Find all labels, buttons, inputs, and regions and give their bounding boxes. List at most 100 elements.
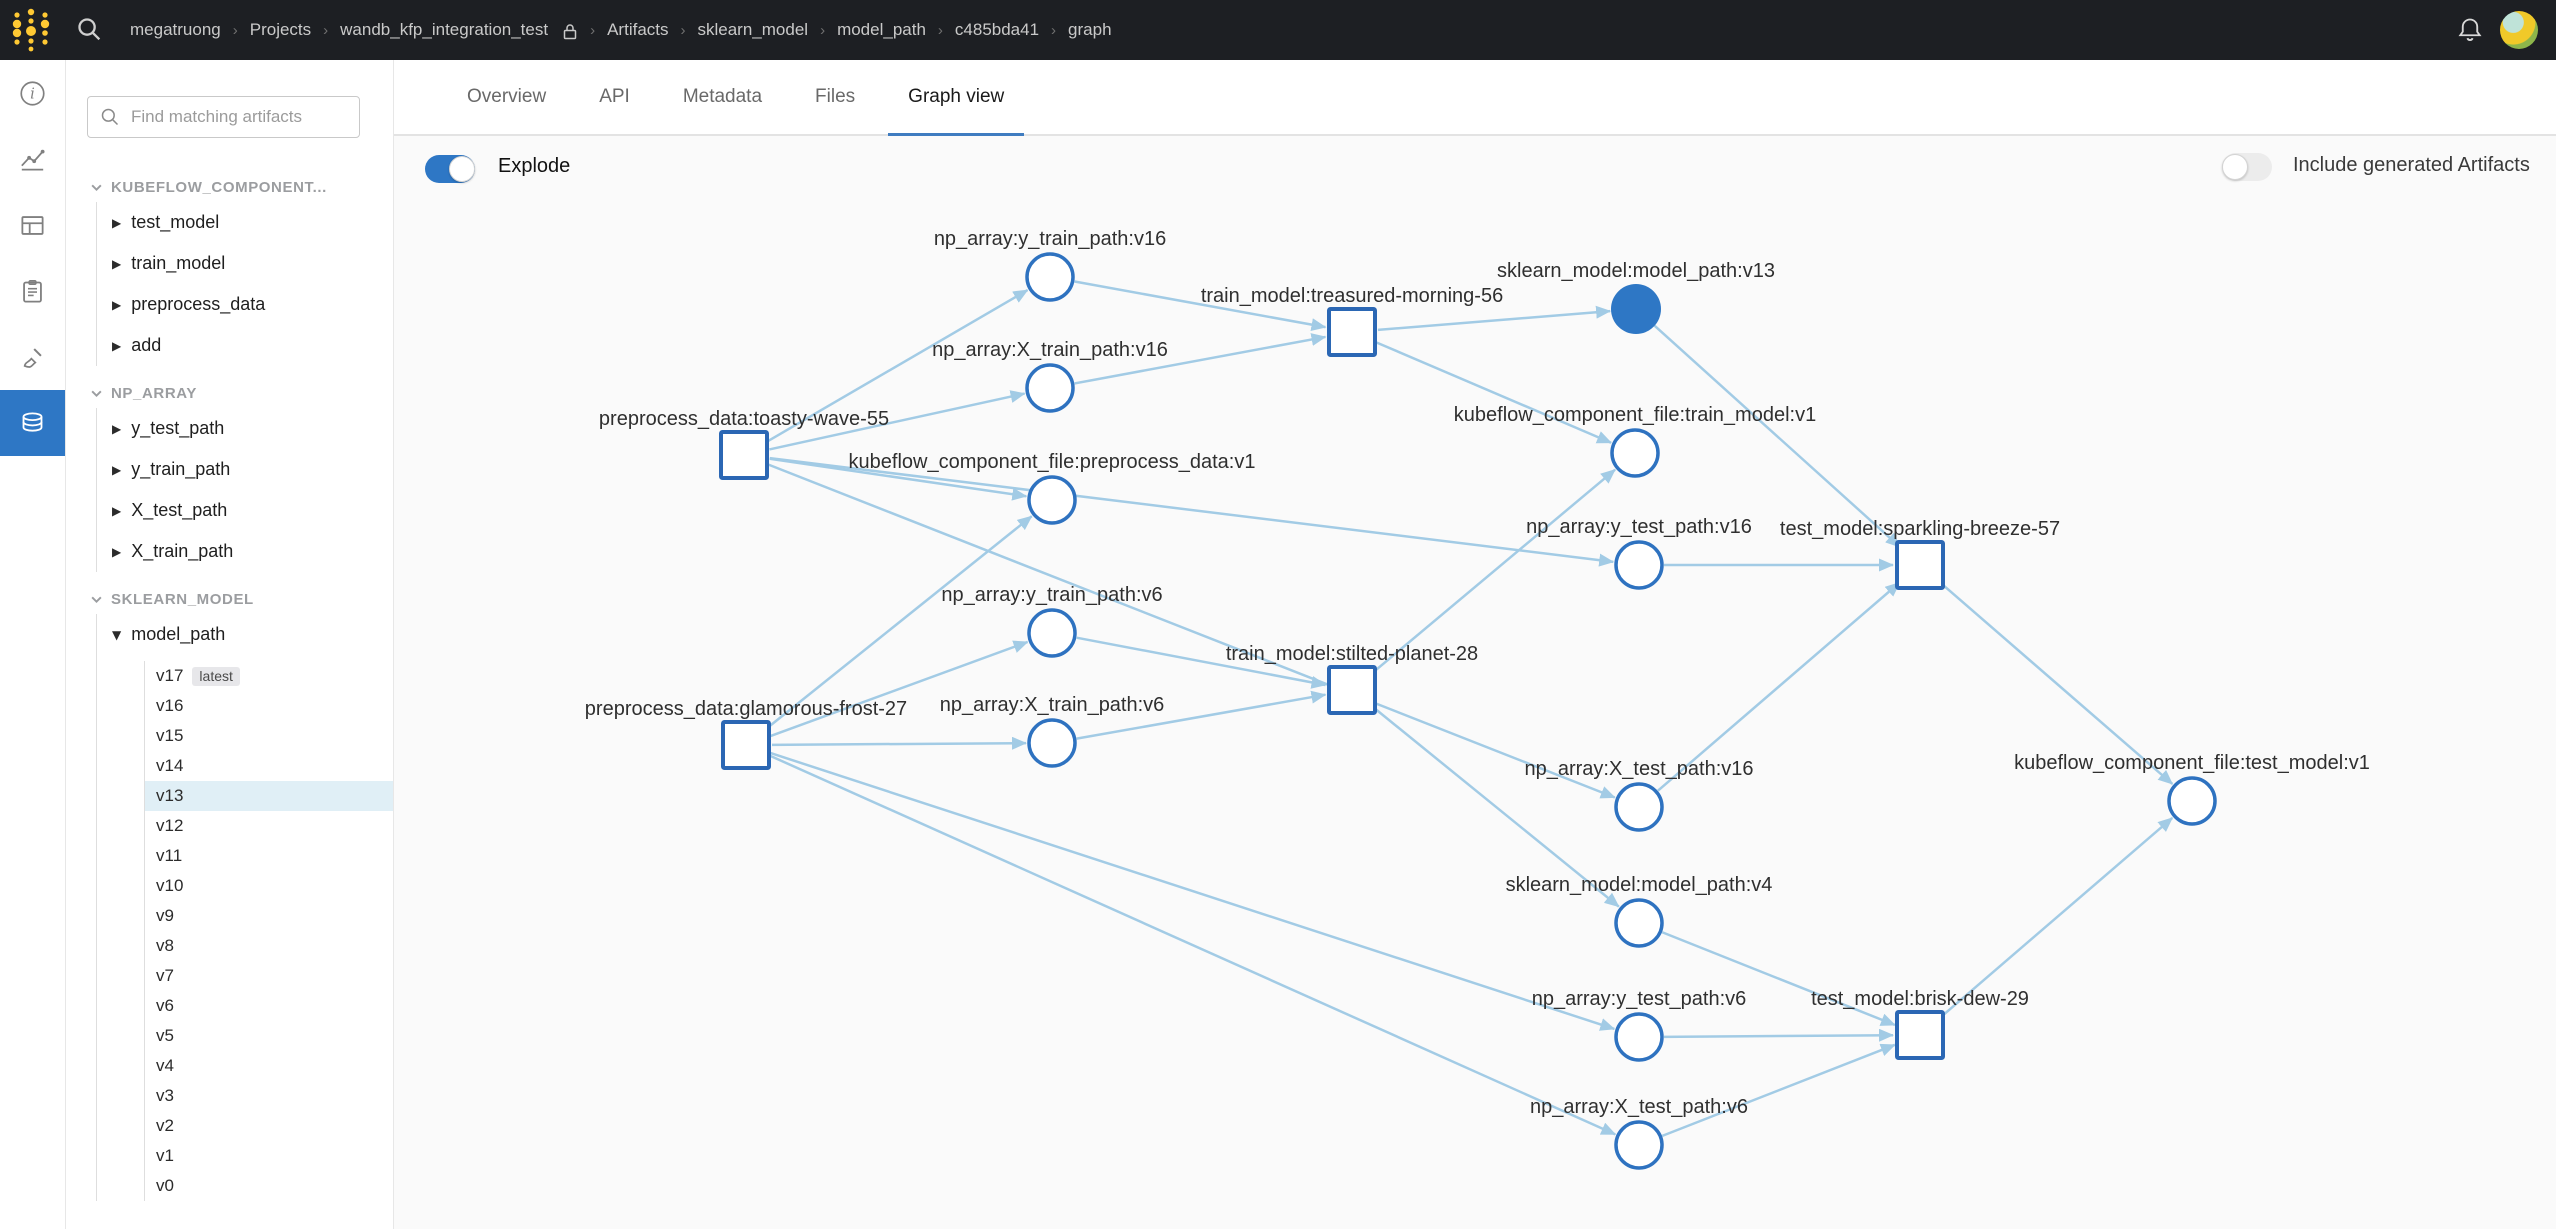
artifact-sidebar: KUBEFLOW_COMPONENT...▶test_model▶train_m… <box>65 60 394 1229</box>
dag-edge-xtest16-to-sparkling <box>1657 581 1901 792</box>
tab-api[interactable]: API <box>599 86 630 107</box>
breadcrumb-item[interactable]: wandb_kfp_integration_test <box>340 20 549 39</box>
chevron-down-icon <box>91 596 102 603</box>
dag-run-node-glamorous[interactable] <box>721 720 771 770</box>
breadcrumb: megatruong › Projects › wandb_kfp_integratio… <box>130 0 1112 60</box>
triangle-right-icon: ▶ <box>112 544 122 559</box>
version-row-v7[interactable]: v7 <box>145 961 393 991</box>
tab-files[interactable]: Files <box>815 86 856 107</box>
info-icon: i <box>20 80 45 106</box>
version-label: v9 <box>156 906 174 925</box>
tree-item-preprocess_data[interactable]: ▶preprocess_data <box>97 284 393 325</box>
tree-item-y_test_path[interactable]: ▶y_test_path <box>97 408 393 449</box>
dag-edge-xtest6-to-brisk <box>1661 1043 1896 1138</box>
breadcrumb-item[interactable]: model_path <box>837 20 926 39</box>
dag-artifact-node-kfp_test[interactable] <box>2167 776 2217 826</box>
sidebar-rail-sweeps[interactable] <box>0 324 65 390</box>
dag-artifact-node-ytrain6[interactable] <box>1027 608 1077 658</box>
version-row-v8[interactable]: v8 <box>145 931 393 961</box>
tree-item-label: train_model <box>131 253 226 273</box>
include-generated-artifacts-label: Include generated Artifacts <box>2293 154 2530 176</box>
tree-section: NP_ARRAY▶y_test_path▶y_train_path▶X_test… <box>65 378 393 572</box>
triangle-right-icon: ▶ <box>112 215 122 230</box>
dag-run-node-treasured[interactable] <box>1327 307 1377 357</box>
breadcrumb-separator: › <box>232 21 238 39</box>
breadcrumb-item[interactable]: graph <box>1068 20 1112 39</box>
search-icon[interactable] <box>76 16 104 44</box>
tree-section-header[interactable]: KUBEFLOW_COMPONENT... <box>65 172 393 202</box>
dag-artifact-node-xtest16[interactable] <box>1614 782 1664 832</box>
dag-artifact-node-model4[interactable] <box>1614 898 1664 948</box>
dag-artifact-node-xtrain16[interactable] <box>1025 363 1075 413</box>
version-row-v0[interactable]: v0 <box>145 1171 393 1201</box>
version-row-v3[interactable]: v3 <box>145 1081 393 1111</box>
tree-item-train_model[interactable]: ▶train_model <box>97 243 393 284</box>
version-row-v12[interactable]: v12 <box>145 811 393 841</box>
tree-section-header[interactable]: SKLEARN_MODEL <box>65 584 393 614</box>
dag-node-label: kubeflow_component_file:train_model:v1 <box>1454 404 1816 426</box>
breadcrumb-separator: › <box>680 21 686 39</box>
tree-item-y_train_path[interactable]: ▶y_train_path <box>97 449 393 490</box>
tab-metadata[interactable]: Metadata <box>682 86 763 107</box>
breadcrumb-item[interactable]: Artifacts <box>607 20 669 39</box>
artifact-search-box[interactable] <box>87 96 360 138</box>
dag-run-node-toasty[interactable] <box>719 430 769 480</box>
tree-item-add[interactable]: ▶add <box>97 325 393 366</box>
bell-icon[interactable] <box>2456 16 2484 44</box>
tab-graph-view[interactable]: Graph view <box>888 60 1025 136</box>
breadcrumb-item[interactable]: megatruong <box>130 20 221 39</box>
tree-section-header[interactable]: NP_ARRAY <box>65 378 393 408</box>
version-row-v15[interactable]: v15 <box>145 721 393 751</box>
tree-item-model_path[interactable]: ▼model_path <box>97 614 393 655</box>
artifact-search-input[interactable] <box>129 106 359 128</box>
tree-item-X_test_path[interactable]: ▶X_test_path <box>97 490 393 531</box>
dag-artifact-node-xtrain6[interactable] <box>1027 718 1077 768</box>
breadcrumb-separator: › <box>937 21 943 39</box>
version-row-v16[interactable]: v16 <box>145 691 393 721</box>
tree-item-test_model[interactable]: ▶test_model <box>97 202 393 243</box>
version-row-v5[interactable]: v5 <box>145 1021 393 1051</box>
dag-artifact-node-selected-model13[interactable] <box>1611 284 1661 334</box>
dag-artifact-node-ytest6[interactable] <box>1614 1012 1664 1062</box>
sidebar-rail-notes[interactable] <box>0 258 65 324</box>
sidebar-rail-artifacts[interactable] <box>0 390 65 456</box>
tree-item-X_train_path[interactable]: ▶X_train_path <box>97 531 393 572</box>
tab-overview[interactable]: Overview <box>467 86 547 107</box>
dag-artifact-node-kfp_pre[interactable] <box>1027 475 1077 525</box>
version-row-v14[interactable]: v14 <box>145 751 393 781</box>
left-icon-rail: i <box>0 60 66 1229</box>
wandb-logo-icon[interactable] <box>10 8 56 52</box>
dag-edge-toasty-to-ytrain16 <box>765 288 1029 444</box>
version-row-v1[interactable]: v1 <box>145 1141 393 1171</box>
version-row-v11[interactable]: v11 <box>145 841 393 871</box>
version-row-v4[interactable]: v4 <box>145 1051 393 1081</box>
dag-artifact-node-kfp_train[interactable] <box>1610 428 1660 478</box>
breadcrumb-item[interactable]: Projects <box>249 20 312 39</box>
sidebar-rail-charts[interactable] <box>0 126 65 192</box>
dag-run-node-stilted[interactable] <box>1327 665 1377 715</box>
sidebar-rail-info[interactable]: i <box>0 60 65 126</box>
breadcrumb-item[interactable]: c485bda41 <box>954 20 1040 39</box>
breadcrumb-item[interactable]: sklearn_model <box>697 20 809 39</box>
sidebar-rail-table[interactable] <box>0 192 65 258</box>
dag-artifact-node-ytest16[interactable] <box>1614 540 1664 590</box>
sweeps-icon <box>23 347 42 368</box>
dag-run-node-sparkling[interactable] <box>1895 540 1945 590</box>
version-row-v13[interactable]: v13 <box>145 781 393 811</box>
version-row-v9[interactable]: v9 <box>145 901 393 931</box>
dag-artifact-node-xtest6[interactable] <box>1614 1120 1664 1170</box>
include-generated-artifacts-toggle[interactable] <box>2222 153 2272 181</box>
dag-run-node-brisk[interactable] <box>1895 1010 1945 1060</box>
dag-artifact-node-ytrain16[interactable] <box>1025 252 1075 302</box>
lock-icon <box>563 23 577 39</box>
version-row-v10[interactable]: v10 <box>145 871 393 901</box>
latest-badge: latest <box>192 666 240 686</box>
explode-toggle[interactable] <box>425 155 475 183</box>
avatar[interactable] <box>2500 11 2538 49</box>
version-row-v2[interactable]: v2 <box>145 1111 393 1141</box>
version-row-v6[interactable]: v6 <box>145 991 393 1021</box>
